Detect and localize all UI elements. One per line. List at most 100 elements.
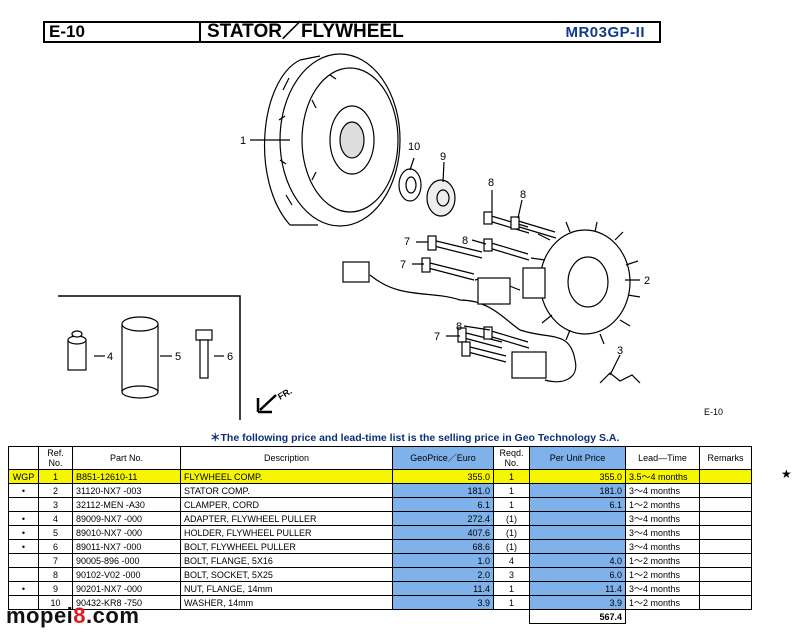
cell-group: • (8, 539, 39, 554)
cell-ref: 2 (38, 483, 73, 498)
cell-lead: 3～4 months (625, 539, 700, 554)
cell-part: 90102-V02 -000 (72, 567, 181, 582)
watermark-digit: 8 (73, 603, 87, 628)
cell-part: 89009-NX7 -000 (72, 511, 181, 526)
cell-ref: 9 (38, 581, 73, 596)
cell-remarks (699, 581, 752, 596)
watermark-suffix: .com (86, 603, 140, 628)
cell-reqd: 1 (493, 497, 530, 512)
star-icon: ★ (781, 467, 792, 481)
cell-lead: 3～4 months (625, 581, 700, 596)
cell-ref: 7 (38, 553, 73, 568)
fr-label: FR. (276, 386, 294, 402)
nut-illustration (426, 179, 456, 217)
callout-7a: 7 (404, 236, 410, 248)
cell-remarks (699, 483, 752, 498)
cell-geo: 407.6 (392, 525, 494, 540)
cell-desc: CLAMPER, CORD (180, 497, 393, 512)
cell-desc: BOLT, FLYWHEEL PULLER (180, 539, 393, 554)
col-geo-price: GeoPrice／Euro (392, 446, 494, 470)
page-title: STATOR／FLYWHEEL MR03GP-II (199, 21, 661, 43)
total-price: 567.4 (529, 609, 626, 624)
cell-unit: 3.9 (529, 595, 626, 610)
col-description: Description (180, 446, 393, 470)
cell-lead: 3～4 months (625, 525, 700, 540)
cell-part: 90201-NX7 -000 (72, 581, 181, 596)
bolt-7-illustrations (421, 235, 507, 363)
cell-desc: STATOR COMP. (180, 483, 393, 498)
cell-geo: 181.0 (392, 483, 494, 498)
cell-desc: BOLT, FLANGE, 5X16 (180, 553, 393, 568)
cell-geo: 11.4 (392, 581, 494, 596)
cell-unit: 4.0 (529, 553, 626, 568)
callout-4: 4 (107, 351, 113, 363)
cell-geo: 6.1 (392, 497, 494, 512)
cell-unit: 6.0 (529, 567, 626, 582)
cell-reqd: (1) (493, 525, 530, 540)
cell-geo: 2.0 (392, 567, 494, 582)
cell-group: • (8, 511, 39, 526)
cell-ref: 3 (38, 497, 73, 512)
callout-6: 6 (227, 351, 233, 363)
callout-7c: 7 (434, 331, 440, 343)
watermark: mopei8.com (6, 603, 139, 629)
cell-ref: 1 (38, 469, 73, 484)
callout-8a: 8 (488, 177, 494, 189)
cell-group: • (8, 483, 39, 498)
cell-reqd: 1 (493, 595, 530, 610)
cell-reqd: (1) (493, 539, 530, 554)
col-remarks: Remarks (699, 446, 752, 470)
callout-1: 1 (240, 135, 246, 147)
cell-desc: BOLT, SOCKET, 5X25 (180, 567, 393, 582)
cell-remarks (699, 539, 752, 554)
figure-label: E-10 (704, 407, 724, 417)
cell-lead: 1～2 months (625, 567, 700, 582)
callout-3: 3 (617, 345, 623, 357)
cell-lead: 3～4 months (625, 483, 700, 498)
cell-remarks (699, 469, 752, 484)
cell-reqd: (1) (493, 511, 530, 526)
page-code: E-10 (43, 21, 201, 43)
cell-unit (529, 539, 626, 554)
cell-geo: 3.9 (392, 595, 494, 610)
stator-illustration (522, 221, 641, 345)
price-note: ＊The following price and lead-time list … (210, 432, 620, 444)
total-row: 567.4 (9, 609, 752, 624)
flywheel-illustration (264, 53, 401, 227)
cell-reqd: 1 (493, 469, 530, 484)
callout-8c: 8 (462, 235, 468, 247)
cell-remarks (699, 525, 752, 540)
callout-8d: 8 (456, 321, 462, 333)
col-lead-time: Lead―Time (625, 446, 700, 470)
callout-5: 5 (175, 351, 181, 363)
cell-remarks (699, 553, 752, 568)
cell-lead: 1～2 months (625, 595, 700, 610)
cell-part: 31120-NX7 -003 (72, 483, 181, 498)
model-code: MR03GP-II (565, 24, 645, 41)
cell-remarks (699, 497, 752, 512)
cell-reqd: 4 (493, 553, 530, 568)
col-ref: Ref. No. (38, 446, 73, 470)
cell-unit: 6.1 (529, 497, 626, 512)
cell-part: 90005-896 -000 (72, 553, 181, 568)
cell-unit (529, 511, 626, 526)
cell-unit (529, 525, 626, 540)
cell-unit: 181.0 (529, 483, 626, 498)
cell-reqd: 3 (493, 567, 530, 582)
cell-desc: WASHER, 14mm (180, 595, 393, 610)
col-group (8, 446, 39, 470)
cell-geo: 272.4 (392, 511, 494, 526)
cell-desc: NUT, FLANGE, 14mm (180, 581, 393, 596)
cell-unit: 355.0 (529, 469, 626, 484)
callout-9: 9 (440, 151, 446, 163)
cell-desc: HOLDER, FLYWHEEL PULLER (180, 525, 393, 540)
cell-geo: 355.0 (392, 469, 494, 484)
cell-desc: ADAPTER, FLYWHEEL PULLER (180, 511, 393, 526)
